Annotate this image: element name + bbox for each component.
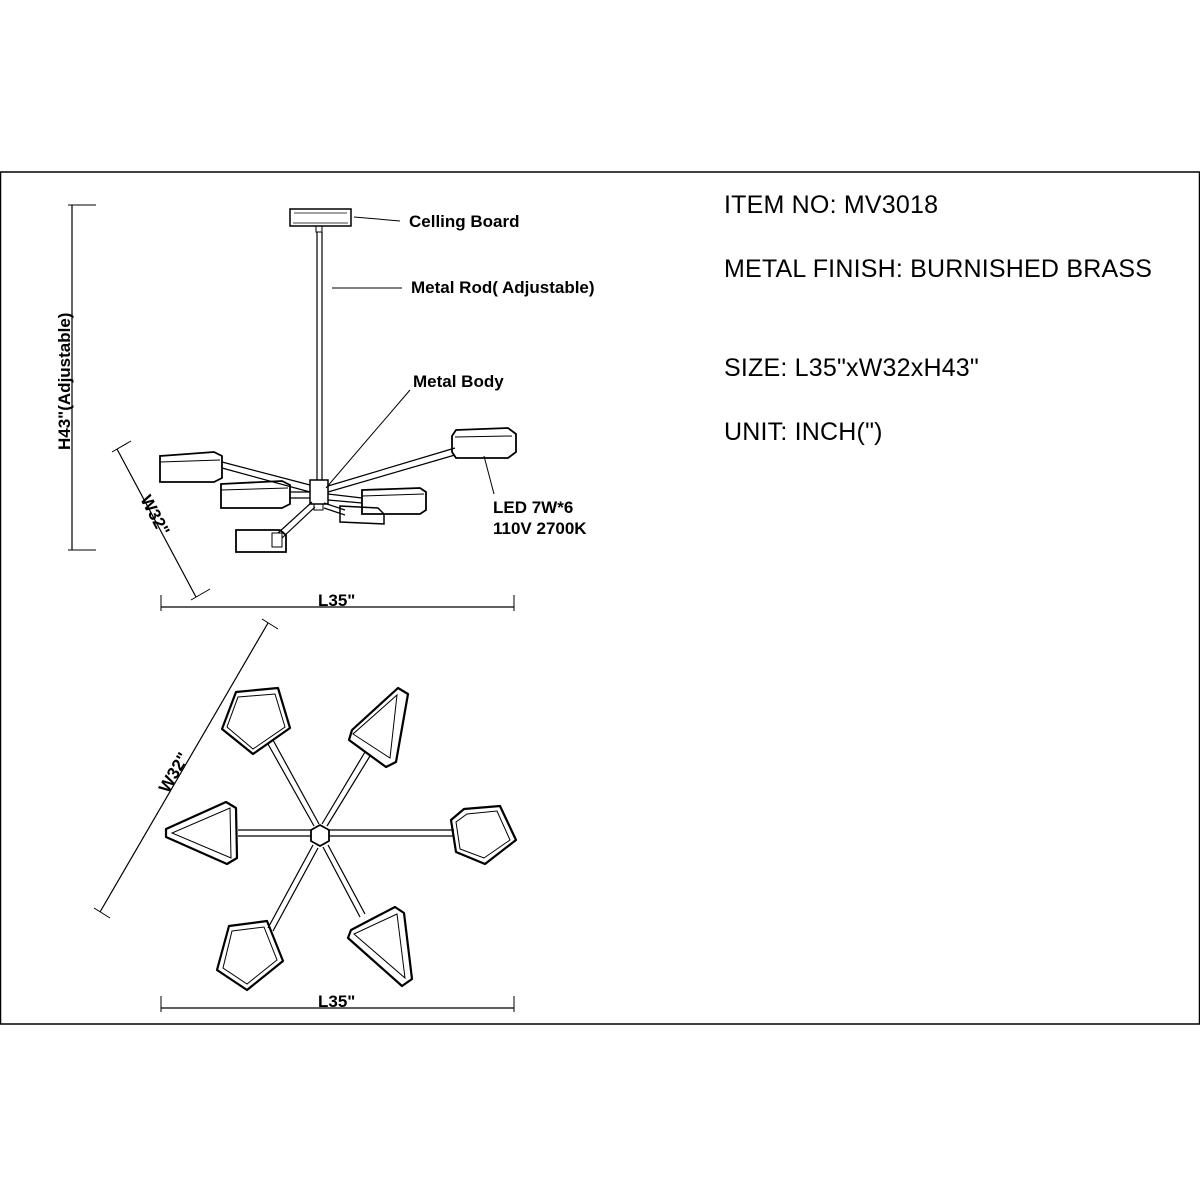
label-led-power: LED 7W*6	[493, 498, 573, 517]
shade-left	[220, 480, 291, 509]
height-dimension-label: H43"(Adjustable)	[55, 313, 74, 450]
width-dimension-side: W32"	[111, 440, 211, 601]
size-spec: SIZE: L35"xW32xH43"	[724, 354, 979, 382]
side-arms	[221, 447, 456, 539]
width-dimension-top: W32"	[93, 618, 279, 919]
label-metal-rod: Metal Rod( Adjustable)	[411, 278, 595, 297]
shade-back-right	[339, 505, 385, 525]
top-shade-upper-left	[220, 686, 292, 756]
width-dimension-top-label: W32"	[155, 749, 193, 796]
label-led-voltage: 110V 2700K	[493, 519, 587, 538]
sheet-border	[0, 171, 1200, 1025]
length-dimension-top-label: L35"	[318, 992, 355, 1011]
length-dimension-side-label: L35"	[318, 591, 355, 610]
top-hub	[310, 823, 330, 848]
top-shade-right	[449, 804, 518, 866]
shade-right-near	[361, 487, 427, 515]
length-dimension-side: L35"	[160, 591, 515, 611]
top-shade-left	[164, 800, 239, 866]
top-view: W32" L35"	[93, 618, 518, 1012]
shade-front	[235, 529, 287, 553]
width-dimension-side-label: W32"	[136, 492, 173, 539]
label-metal-body: Metal Body	[413, 372, 504, 391]
metal-rod	[315, 225, 323, 480]
unit-spec: UNIT: INCH(")	[724, 418, 883, 446]
label-ceiling-board: Celling Board	[409, 212, 520, 231]
metal-finish: METAL FINISH: BURNISHED BRASS	[724, 255, 1152, 283]
shade-far-left	[159, 451, 223, 483]
leader-metal-body	[325, 389, 411, 489]
ceiling-board	[289, 208, 352, 227]
height-dimension: H43"(Adjustable)	[55, 204, 96, 551]
leader-led	[483, 455, 495, 495]
top-shade-upper-right	[347, 686, 410, 769]
metal-body	[309, 479, 329, 511]
top-shade-lower-left	[215, 919, 285, 992]
side-view: Celling Board Metal Rod( Adjustable) Met…	[55, 204, 595, 611]
item-number: ITEM NO: MV3018	[724, 191, 938, 219]
top-shade-lower-right	[346, 905, 414, 988]
length-dimension-top: L35"	[160, 992, 515, 1012]
top-arms	[238, 739, 454, 932]
leader-ceiling-board	[353, 216, 401, 222]
shade-far-right	[451, 427, 517, 459]
